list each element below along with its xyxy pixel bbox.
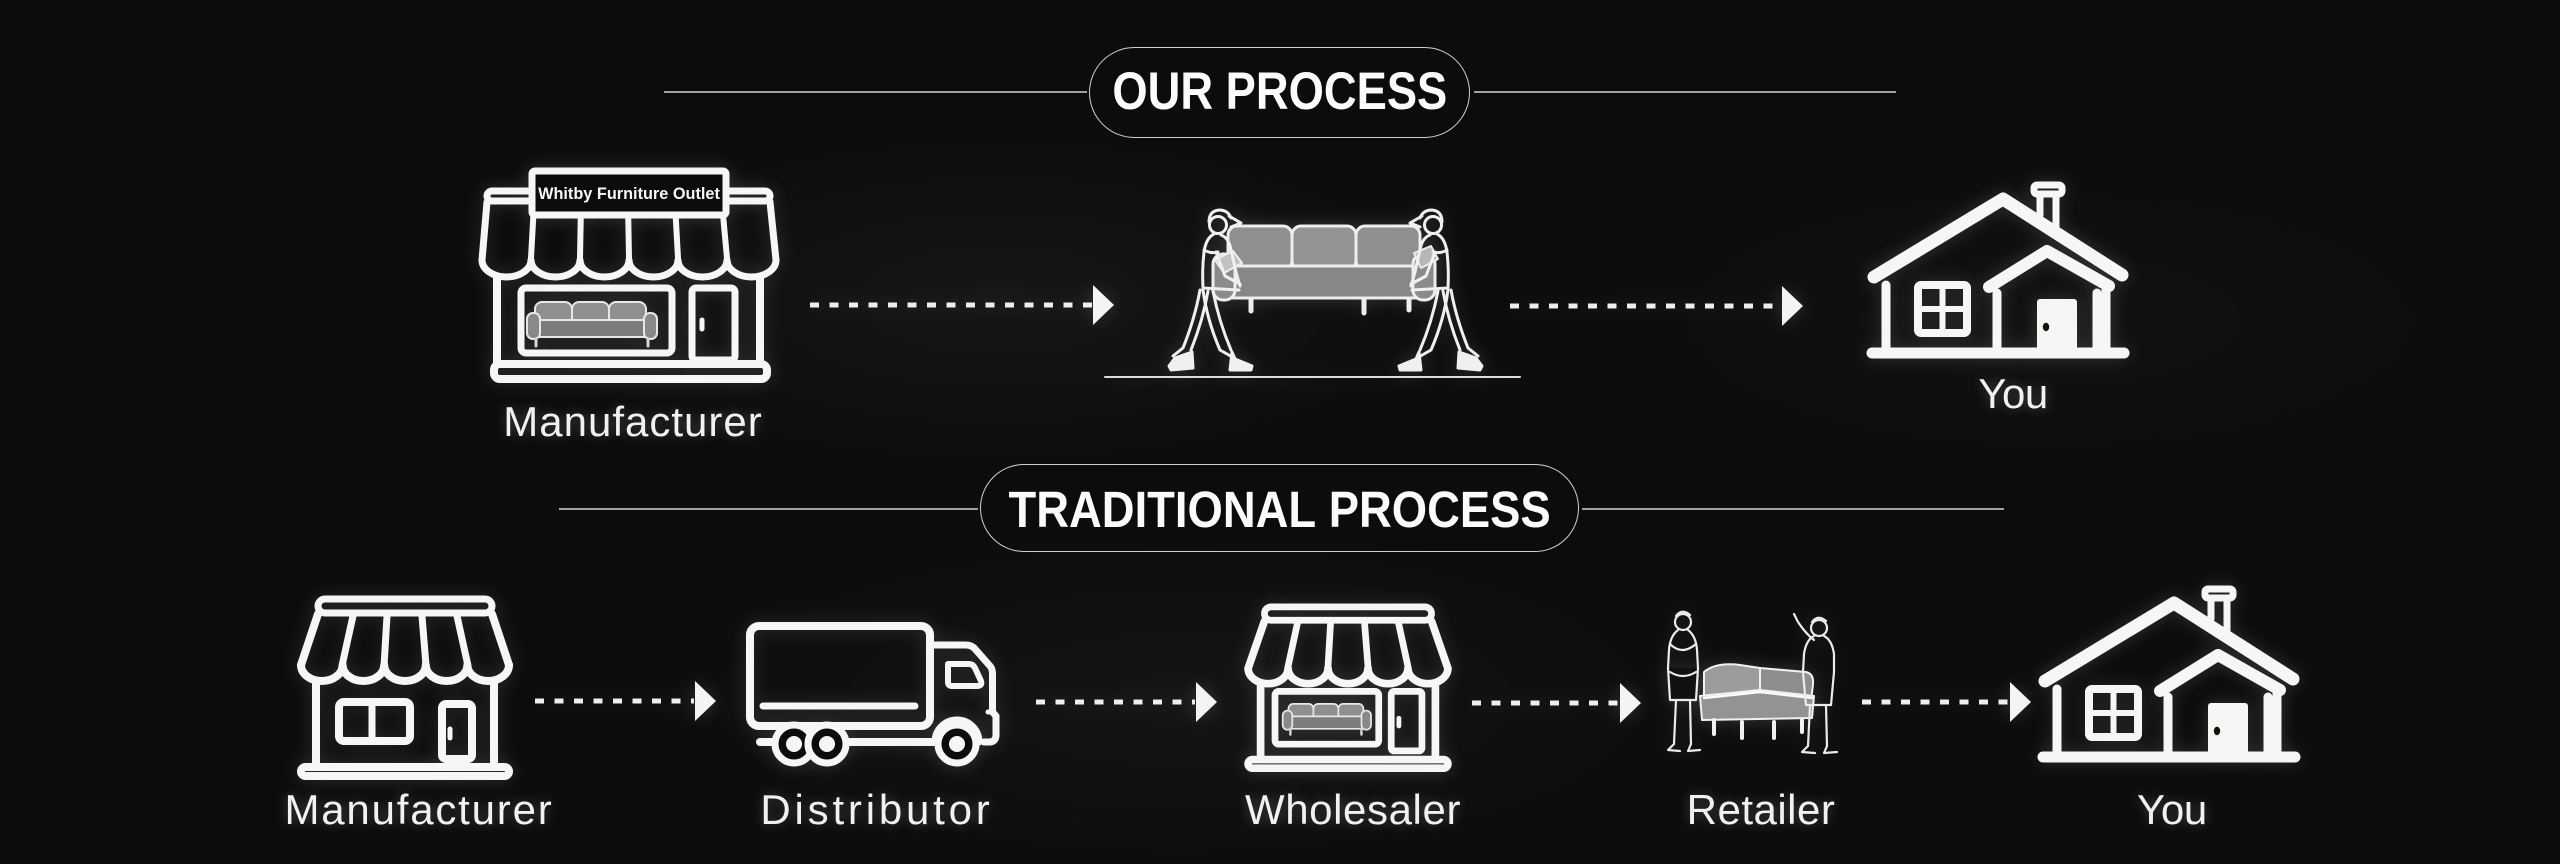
- svg-text:Whitby Furniture Outlet: Whitby Furniture Outlet: [538, 185, 720, 203]
